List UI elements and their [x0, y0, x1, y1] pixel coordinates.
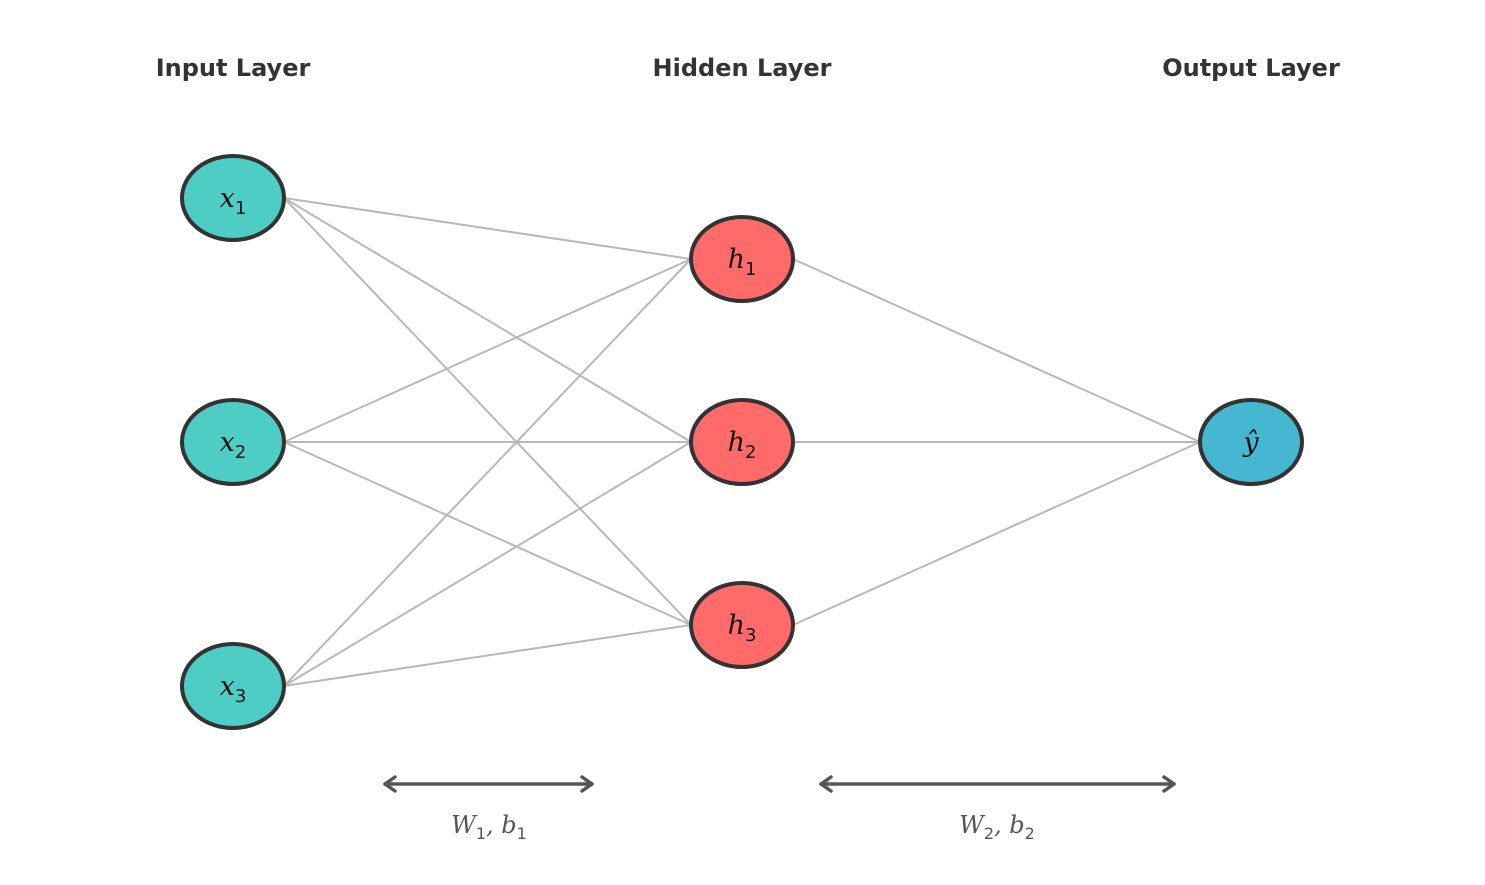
hidden-node-2-label: h2	[728, 427, 757, 463]
hidden-node-1-circle	[689, 215, 795, 303]
input-hidden-connections	[283, 197, 692, 687]
input-node-1-label: x1	[220, 183, 247, 219]
output-node-label: ŷ	[1242, 427, 1259, 458]
edge-x1-h3	[283, 197, 692, 626]
input-node-2: x2	[180, 398, 286, 486]
hidden-node-1-label: h1	[728, 244, 757, 280]
hidden-node-3-circle	[689, 581, 795, 669]
hidden-layer-title: Hidden Layer	[653, 54, 832, 82]
params-label-2: W2, b2	[959, 811, 1035, 843]
input-node-1-circle	[180, 154, 286, 242]
input-node-1: x1	[180, 154, 286, 242]
hidden-node-3-label: h3	[728, 610, 757, 646]
edge-h1-y	[792, 258, 1201, 443]
hidden-node-1: h1	[689, 215, 795, 303]
hidden-node-2: h2	[689, 398, 795, 486]
edge-x3-h2	[283, 441, 692, 687]
edge-h3-y	[792, 441, 1201, 626]
hidden-node-2-circle	[689, 398, 795, 486]
input-node-2-circle	[180, 398, 286, 486]
output-node: ŷ	[1198, 398, 1304, 486]
arrow-right-head-icon	[1162, 775, 1176, 793]
output-node-circle	[1198, 398, 1304, 486]
input-layer-title: Input Layer	[156, 54, 311, 82]
weights-arrow-2	[819, 775, 1176, 793]
arrow-left-head-icon	[383, 775, 397, 793]
edge-x3-h3	[283, 624, 692, 687]
edge-x1-h1	[283, 197, 692, 260]
edge-x3-h1	[283, 258, 692, 687]
arrow-left-head-icon	[819, 775, 833, 793]
input-node-3: x3	[180, 642, 286, 730]
hidden-node-3: h3	[689, 581, 795, 669]
input-node-2-label: x2	[220, 427, 247, 463]
edge-x1-h2	[283, 197, 692, 443]
params-label-1: W1, b1	[451, 811, 527, 843]
output-layer-title: Output Layer	[1162, 54, 1340, 82]
edge-x2-h1	[283, 258, 692, 443]
arrow-right-head-icon	[580, 775, 594, 793]
hidden-output-connections	[792, 258, 1201, 626]
input-node-3-circle	[180, 642, 286, 730]
weights-arrow-1	[383, 775, 594, 793]
edge-x2-h3	[283, 441, 692, 626]
input-node-3-label: x3	[220, 671, 247, 707]
